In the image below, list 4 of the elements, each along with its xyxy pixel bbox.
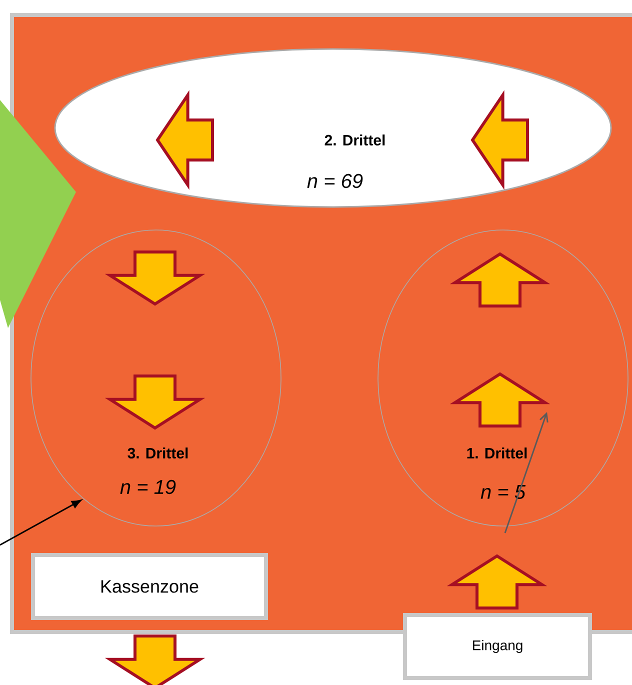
arrow	[0, 500, 82, 546]
triangle-shape	[0, 100, 76, 328]
label-box: Eingang	[403, 613, 592, 680]
label-box: Kassenzone	[31, 553, 268, 620]
